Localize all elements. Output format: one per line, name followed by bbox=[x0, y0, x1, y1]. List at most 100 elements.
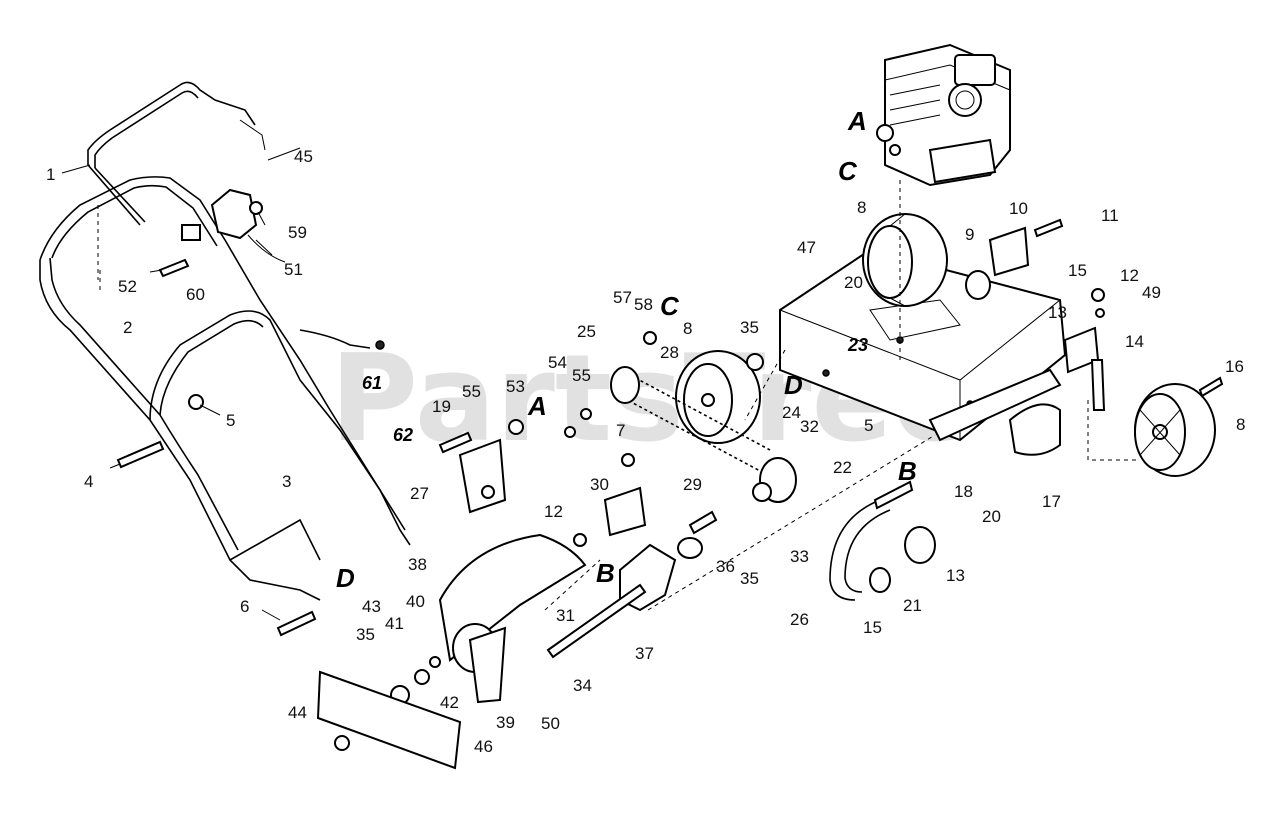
pulley-9 bbox=[965, 270, 991, 300]
label-38: 38 bbox=[408, 555, 427, 574]
label-52: 52 bbox=[118, 277, 137, 296]
washer-35-mid bbox=[752, 482, 772, 502]
drive-housing-17 bbox=[1008, 403, 1061, 456]
ref-B-bearing: B bbox=[596, 558, 615, 588]
upper-handle-1 bbox=[87, 81, 256, 226]
label-60: 60 bbox=[186, 285, 205, 304]
label-37: 37 bbox=[635, 644, 654, 663]
label-47: 47 bbox=[797, 238, 816, 257]
label-55-right: 55 bbox=[572, 366, 591, 385]
label-59: 59 bbox=[288, 223, 307, 242]
label-32: 32 bbox=[800, 417, 819, 436]
label-61: 61 bbox=[362, 373, 382, 393]
bolt-52 bbox=[158, 258, 190, 278]
label-34: 34 bbox=[573, 676, 592, 695]
wheel-8-right bbox=[1134, 383, 1216, 477]
label-15-right: 15 bbox=[1068, 261, 1087, 280]
ref-D-deck: D bbox=[784, 370, 803, 400]
label-27: 27 bbox=[410, 484, 429, 503]
label-12-lower: 12 bbox=[544, 502, 563, 521]
label-13-right: 13 bbox=[1048, 303, 1067, 322]
axle-plate-18 bbox=[928, 368, 1062, 442]
label-35-blade: 35 bbox=[356, 625, 375, 644]
ref-B-lift: B bbox=[898, 456, 917, 486]
label-39: 39 bbox=[496, 713, 515, 732]
bracket-60 bbox=[181, 224, 201, 241]
label-18: 18 bbox=[954, 482, 973, 501]
part-number-labels: 1 2 3 4 5 5 6 7 8 8 8 9 10 11 12 12 13 1… bbox=[46, 147, 1245, 756]
label-23: 23 bbox=[847, 335, 868, 355]
label-12-right: 12 bbox=[1120, 266, 1139, 285]
leader-d3 bbox=[647, 434, 936, 611]
pin-16 bbox=[1198, 376, 1224, 398]
label-8-top: 8 bbox=[857, 198, 866, 217]
bracket-B bbox=[873, 480, 914, 510]
label-3: 3 bbox=[282, 472, 291, 491]
label-41: 41 bbox=[385, 614, 404, 633]
bolt-19 bbox=[438, 431, 473, 454]
label-24: 24 bbox=[782, 403, 801, 422]
label-2: 2 bbox=[123, 318, 132, 337]
bracket-10 bbox=[988, 226, 1030, 277]
ref-A-engine: A bbox=[847, 106, 867, 136]
ref-C-engine: C bbox=[838, 156, 858, 186]
label-22: 22 bbox=[833, 458, 852, 477]
label-31: 31 bbox=[556, 606, 575, 625]
label-1: 1 bbox=[46, 165, 55, 184]
label-15-lower: 15 bbox=[863, 618, 882, 637]
pulley-25 bbox=[610, 366, 640, 404]
nut-7 bbox=[621, 453, 635, 467]
label-35-mid: 35 bbox=[740, 569, 759, 588]
label-50: 50 bbox=[541, 714, 560, 733]
nut-12-right bbox=[1091, 288, 1105, 302]
blade-42 bbox=[316, 670, 462, 770]
ref-C-nut: C bbox=[660, 291, 680, 321]
control-housing-51 bbox=[210, 188, 263, 240]
leader-d5 bbox=[1087, 400, 1140, 461]
label-25: 25 bbox=[577, 322, 596, 341]
belt-28 bbox=[617, 374, 771, 473]
nut-57 bbox=[643, 331, 657, 345]
rod-14 bbox=[1090, 359, 1106, 411]
label-26: 26 bbox=[790, 610, 809, 629]
blade-39 bbox=[468, 626, 507, 704]
nut-12-lower bbox=[573, 533, 587, 547]
wheel-8-center bbox=[675, 350, 761, 444]
shaft-34 bbox=[546, 583, 647, 659]
leader-d6 bbox=[97, 205, 101, 290]
cable-61 bbox=[299, 329, 371, 349]
label-51: 51 bbox=[284, 260, 303, 279]
nut-55-right bbox=[580, 408, 592, 420]
cable-45 bbox=[239, 119, 266, 151]
label-42: 42 bbox=[440, 693, 459, 712]
bolt-4 bbox=[116, 440, 165, 469]
label-57: 57 bbox=[613, 288, 632, 307]
label-46: 46 bbox=[474, 737, 493, 756]
label-8-right: 8 bbox=[1236, 415, 1245, 434]
label-45: 45 bbox=[294, 147, 313, 166]
label-5-right: 5 bbox=[864, 416, 873, 435]
label-14: 14 bbox=[1125, 332, 1144, 351]
label-29: 29 bbox=[683, 475, 702, 494]
label-33: 33 bbox=[790, 547, 809, 566]
cable-upper bbox=[247, 234, 286, 263]
label-53: 53 bbox=[506, 377, 525, 396]
label-leaders bbox=[61, 147, 301, 621]
label-43: 43 bbox=[362, 597, 381, 616]
label-17: 17 bbox=[1042, 492, 1061, 511]
bracket-30 bbox=[603, 486, 647, 537]
washer-35-upper bbox=[746, 353, 764, 371]
bolt-6 bbox=[276, 610, 317, 637]
label-4: 4 bbox=[84, 472, 93, 491]
washer-40 bbox=[429, 656, 441, 668]
bolt-54 bbox=[564, 426, 576, 438]
label-21: 21 bbox=[903, 596, 922, 615]
label-16: 16 bbox=[1225, 357, 1244, 376]
leader-d1 bbox=[744, 349, 786, 421]
label-13-lower: 13 bbox=[946, 566, 965, 585]
ref-A-bracket: A bbox=[527, 391, 547, 421]
label-28: 28 bbox=[660, 343, 679, 362]
label-30: 30 bbox=[590, 475, 609, 494]
label-35-upper: 35 bbox=[740, 318, 759, 337]
label-54: 54 bbox=[548, 353, 567, 372]
